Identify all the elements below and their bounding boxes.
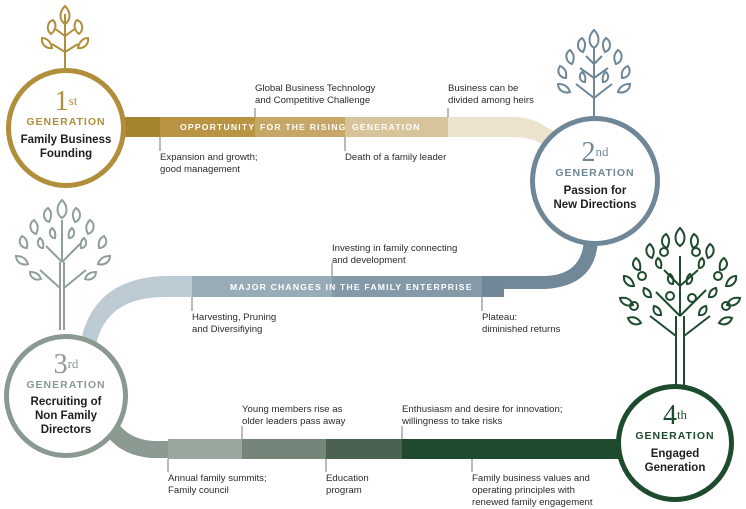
m12-line3: renewed family engagement: [472, 497, 593, 508]
milestone-m5: Harvesting, Pruning and Diversifiying: [192, 312, 276, 336]
band2-segment-3: [192, 276, 332, 297]
band2-connector: [500, 236, 598, 289]
generation-1-desc: Family Business Founding: [11, 133, 121, 161]
m6-line1: Investing in family connecting: [332, 243, 458, 254]
gen3-suffix: rd: [67, 356, 79, 371]
milestone-m4: Business can be divided among heirs: [448, 83, 534, 107]
milestone-m8: Annual family summits; Family council: [168, 473, 267, 497]
milestone-m9: Young members rise as older leaders pass…: [242, 404, 345, 428]
gen1-desc-2: Founding: [39, 148, 93, 160]
m10-line2: program: [326, 485, 362, 496]
generation-3-word: GENERATION: [26, 379, 106, 391]
gen1-desc-1: Family Business: [20, 134, 112, 146]
band1-text-2: FOR THE RISING: [260, 122, 347, 132]
band3-segment-2: [242, 439, 326, 459]
gen4-suffix: th: [676, 407, 688, 422]
mature-tree-icon: [14, 198, 112, 330]
gen4-desc-1: Engaged: [650, 448, 700, 460]
gen3-num: 3: [53, 349, 68, 380]
band1-text-3: GENERATION: [352, 122, 421, 132]
milestone-m12: Family business values and operating pri…: [472, 473, 593, 509]
milestone-m10: Education program: [326, 473, 369, 497]
m7-line2: diminished returns: [482, 324, 561, 335]
generation-2-desc: Passion for New Directions: [535, 184, 655, 212]
young-tree-icon: [556, 28, 632, 124]
band1-segment-2: [160, 117, 255, 137]
m6-line2: and development: [332, 255, 406, 266]
generation-1-word: GENERATION: [26, 116, 106, 128]
m5-line1: Harvesting, Pruning: [192, 312, 277, 323]
gen2-desc-1: Passion for: [563, 185, 627, 197]
m2-line2: and Competitive Challenge: [255, 95, 371, 106]
m5-line2: and Diversifiying: [192, 324, 263, 335]
m9-line2: older leaders pass away: [242, 416, 346, 427]
generation-3-desc: Recruiting of Non Family Directors: [9, 395, 123, 437]
m9-line1: Young members rise as: [242, 404, 343, 415]
band1-segment-5: [448, 117, 560, 147]
generation-2-number: 2nd: [535, 139, 655, 167]
generation-2-circle: 2nd GENERATION Passion for New Direction…: [530, 116, 660, 246]
generation-4-circle: 4th GENERATION Engaged Generation: [616, 384, 734, 502]
band3-segment-3: [326, 439, 402, 459]
milestone-m2: Global Business Technology and Competiti…: [255, 83, 375, 107]
gen1-suffix: st: [68, 93, 78, 108]
sprout-icon: [40, 4, 90, 68]
m11-line1: Enthusiasm and desire for innovation;: [402, 404, 563, 415]
m4-line2: divided among heirs: [448, 95, 534, 106]
m12-line2: operating principles with: [472, 485, 575, 496]
gen1-num: 1: [54, 86, 69, 117]
band1-segment-1: [125, 117, 160, 137]
m11-line2: willingness to take risks: [402, 416, 503, 427]
gen3-desc-1: Recruiting of: [30, 396, 102, 408]
gen4-desc-2: Generation: [644, 462, 706, 474]
m3-line1: Death of a family leader: [345, 152, 447, 163]
gen4-num: 4: [662, 400, 677, 431]
band2-text-2: THE FAMILY ENTERPRISE: [340, 282, 473, 292]
m8-line2: Family council: [168, 485, 229, 496]
gen3-desc-2: Non Family: [35, 410, 97, 422]
generation-4-number: 4th: [621, 402, 729, 430]
gen3-desc-3: Directors: [40, 424, 92, 436]
band3-connector: [104, 420, 168, 458]
generation-4-desc: Engaged Generation: [621, 447, 729, 475]
milestone-m11: Enthusiasm and desire for innovation; wi…: [402, 404, 563, 428]
full-tree-icon: [618, 226, 742, 386]
generation-3-circle: 3rd GENERATION Recruiting of Non Family …: [4, 334, 128, 458]
band1-segment-4: [345, 117, 448, 137]
band2-segment-2: [332, 276, 482, 297]
generation-2-word: GENERATION: [555, 167, 635, 179]
band2-text-1: MAJOR CHANGES IN: [230, 282, 337, 292]
m8-line1: Annual family summits;: [168, 473, 267, 484]
m1-line1: Expansion and growth;: [160, 152, 258, 163]
generation-4-word: GENERATION: [635, 430, 715, 442]
m7-line1: Plateau:: [482, 312, 518, 323]
gen2-num: 2: [581, 137, 596, 168]
m10-line1: Education: [326, 473, 369, 484]
generation-1-circle: 1st GENERATION Family Business Founding: [6, 68, 126, 188]
band2-segment-4: [80, 276, 192, 345]
m1-line2: good management: [160, 164, 241, 175]
band3-segment-1: [168, 439, 242, 459]
milestone-m1: Expansion and growth; good management: [160, 152, 258, 176]
m4-line1: Business can be: [448, 83, 519, 94]
m12-line1: Family business values and: [472, 473, 590, 484]
generation-3-number: 3rd: [9, 351, 123, 379]
milestone-ticks: [159, 108, 483, 472]
gen2-suffix: nd: [595, 144, 609, 159]
milestone-m7: Plateau: diminished returns: [482, 312, 560, 336]
generation-1-number: 1st: [11, 88, 121, 116]
milestone-m3: Death of a family leader: [345, 152, 446, 164]
band1-text-1: OPPORTUNITY: [180, 122, 256, 132]
milestone-m6: Investing in family connecting and devel…: [332, 243, 457, 267]
band3-segment-4: [402, 439, 628, 459]
gen2-desc-2: New Directions: [553, 199, 637, 211]
m2-line1: Global Business Technology: [255, 83, 376, 94]
band1-segment-3: [255, 117, 345, 137]
band2-segment-1: [482, 276, 504, 297]
